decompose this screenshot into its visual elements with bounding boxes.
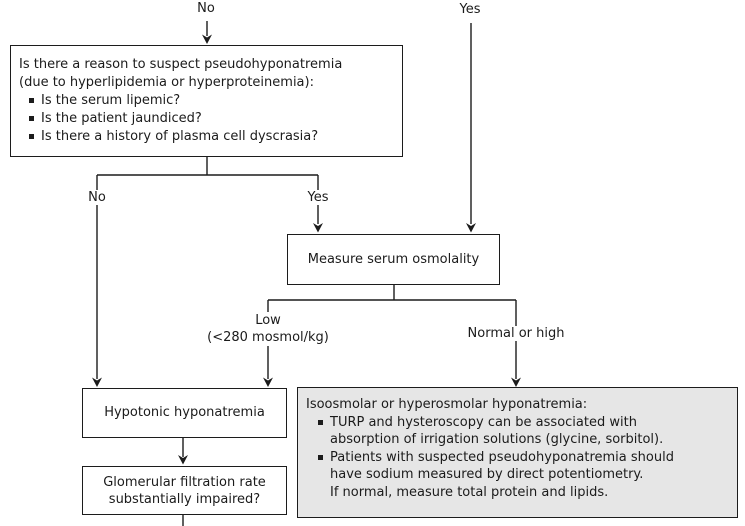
label-branch-yes: Yes [304,190,332,205]
arrowhead-top-yes [466,223,476,233]
bullet-square-icon [29,134,34,139]
pseudo-bullet-3: Is there a history of plasma cell dyscra… [29,128,394,146]
gfr-line1: Glomerular filtration rate [103,474,266,490]
bullet-square-icon [318,454,323,460]
pseudo-bullet-1: Is the serum lipemic? [29,92,394,110]
label-normal-or-high: Normal or high [464,326,568,341]
pseudo-question-line1: Is there a reason to suspect pseudohypon… [19,57,343,72]
arrowhead-normal-high [511,377,521,387]
box-isoosmolar-info: Isoosmolar or hyperosmolar hyponatremia:… [297,387,738,518]
pseudo-bullet-2: Is the patient jaundiced? [29,110,394,128]
isoosmolar-bullet-2-line2: have sodium measured by direct potentiom… [330,467,644,483]
pseudo-bullet-1-text: Is the serum lipemic? [41,93,181,108]
box-measure-serum-osmolality: Measure serum osmolality [287,234,500,285]
arrowhead-hypotonic [178,455,188,465]
gfr-line2: substantially impaired? [108,491,261,507]
measure-osmolality-text: Measure serum osmolality [307,251,480,267]
label-low: Low (<280 mosmol/kg) [204,312,332,346]
isoosmolar-bullet-2: Patients with suspected pseudohyponatrem… [318,449,731,502]
pseudo-bullet-3-text: Is there a history of plasma cell dyscra… [41,129,319,144]
box-pseudohyponatremia-question: Is there a reason to suspect pseudohypon… [10,45,403,157]
pseudo-bullet-2-text: Is the patient jaundiced? [41,111,202,126]
bullet-square-icon [29,116,34,121]
label-top-yes: Yes [456,2,484,17]
arrowheads [92,34,521,465]
label-low-line2: (<280 mosmol/kg) [207,330,329,345]
isoosmolar-bullet-1-text: TURP and hysteroscopy can be associated … [330,414,663,449]
isoosmolar-bullet-2-line3: If normal, measure total protein and lip… [330,484,609,500]
bullet-square-icon [318,419,323,425]
isoosmolar-title: Isoosmolar or hyperosmolar hyponatremia: [306,397,588,412]
hypotonic-text: Hypotonic hyponatremia [104,405,265,420]
pseudo-question-line2: (due to hyperlipidemia or hyperproteinem… [19,75,314,90]
label-top-no: No [194,1,218,16]
label-branch-no: No [85,190,109,205]
arrowhead-top-no [202,34,212,44]
isoosmolar-bullet-1-line2: absorption of irrigation solutions (glyc… [330,432,664,448]
label-low-line1: Low [255,313,281,328]
isoosmolar-bullet-2-text: Patients with suspected pseudohyponatrem… [330,449,674,502]
box-gfr-question: Glomerular filtration rate substantially… [82,466,287,515]
bullet-square-icon [29,98,34,103]
isoosmolar-bullet-2-line1: Patients with suspected pseudohyponatrem… [330,449,674,465]
isoosmolar-bullet-1: TURP and hysteroscopy can be associated … [318,414,731,449]
arrowhead-branch-no [92,377,102,387]
arrowhead-branch-yes [313,223,323,233]
arrowhead-low [263,377,273,387]
box-hypotonic-hyponatremia: Hypotonic hyponatremia [82,388,287,438]
isoosmolar-bullet-1-line1: TURP and hysteroscopy can be associated … [330,414,637,430]
